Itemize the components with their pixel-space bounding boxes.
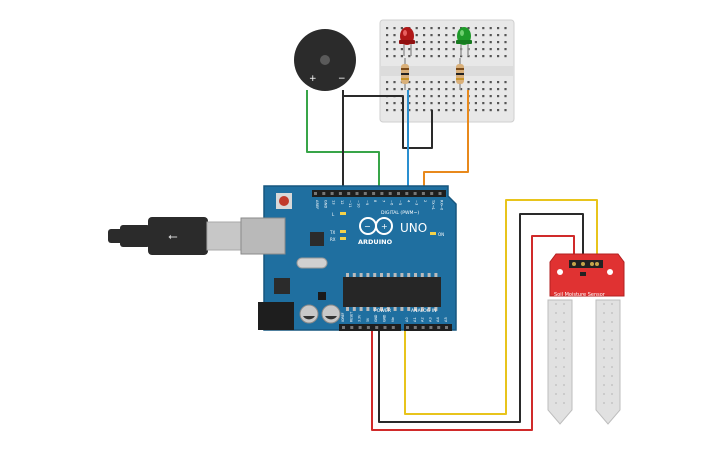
analog-header-label: ANALOG IN — [411, 308, 437, 314]
icsp-header — [318, 292, 326, 300]
svg-text:−: − — [364, 222, 371, 231]
digital-pin-label: 7 — [381, 200, 385, 202]
power-pin-label: RESET — [349, 312, 353, 322]
led-tx-indicator — [340, 230, 346, 233]
digital-pin-label: RX←0 — [440, 200, 444, 211]
led-rx-indicator — [340, 237, 346, 240]
usb-cable[interactable]: ⭠ — [108, 217, 246, 255]
digital-pin-label: ~10 — [357, 200, 361, 208]
power-pin-label: GND — [374, 314, 378, 322]
power-header[interactable] — [339, 324, 401, 331]
mounting-hole — [557, 269, 563, 275]
sensor-label: Soil Moisture Sensor — [554, 292, 606, 298]
digital-pin-label: 13 — [332, 200, 336, 205]
resistor-green-led[interactable] — [456, 58, 464, 90]
wires — [306, 90, 598, 431]
power-header-label: POWER — [374, 308, 392, 314]
arduino-logo: − + — [359, 217, 393, 235]
usb-controller-chip — [310, 232, 324, 246]
analog-pin-label: A4 — [436, 317, 440, 322]
digital-pin-label: ~3 — [415, 200, 419, 205]
power-pin-label: 5V — [366, 317, 370, 322]
led-l-indicator — [340, 212, 346, 215]
wire-black-breadboard-gnd[interactable] — [342, 95, 433, 149]
digital-pin-label: ~11 — [348, 200, 352, 208]
resistor-red-led[interactable] — [401, 58, 409, 90]
analog-pin-label: A2 — [421, 317, 425, 322]
led-tx-label: TX — [329, 230, 335, 235]
analog-pin-label: A1 — [413, 317, 417, 322]
brand-label: ARDUINO — [358, 238, 393, 246]
wire-yellow-a0[interactable] — [404, 199, 598, 415]
digital-header-label: DIGITAL (PWM~) — [381, 210, 419, 216]
green-led[interactable] — [456, 27, 472, 56]
digital-pin-label: TX→1 — [431, 199, 435, 210]
digital-pin-label: 8 — [373, 200, 377, 203]
digital-pin-label: 12 — [340, 200, 344, 205]
capacitor-2 — [321, 304, 341, 324]
piezo-buzzer[interactable]: + − — [294, 29, 356, 91]
buzzer-plus-label: + — [309, 74, 317, 84]
led-l-label: L — [332, 212, 335, 217]
power-pin-label: 3.3V — [358, 314, 362, 322]
led-on-label: ON — [438, 232, 444, 237]
svg-text:+: + — [381, 222, 388, 231]
sparkfun-flame-icon — [607, 269, 613, 275]
power-pin-label: IOREF — [341, 312, 345, 322]
wire-orange-green-led[interactable] — [423, 90, 469, 193]
analog-header[interactable] — [404, 324, 452, 331]
capacitor-1 — [299, 304, 319, 324]
digital-header[interactable] — [312, 190, 446, 197]
digital-pin-label: 4 — [406, 200, 410, 203]
reset-button-cap[interactable] — [279, 196, 289, 206]
analog-pin-label: A3 — [428, 317, 432, 322]
wire-black-gnd-sensor[interactable] — [378, 213, 584, 423]
usb-port[interactable] — [240, 217, 286, 255]
led-rx-label: RX — [330, 237, 336, 242]
soil-moisture-sensor[interactable]: Soil Moisture Sensor — [547, 253, 625, 425]
digital-pin-label: AREF — [315, 200, 319, 209]
voltage-regulator — [274, 278, 290, 294]
digital-pin-label: ~5 — [398, 200, 402, 205]
power-jack[interactable] — [258, 302, 294, 330]
sensor-pins[interactable] — [569, 260, 603, 268]
led-on-indicator — [430, 232, 436, 235]
power-pin-label: GND — [383, 314, 387, 322]
digital-pin-label: ~6 — [390, 200, 394, 206]
arduino-uno-board[interactable]: − + ARDUINO UNO L TX RX ON AREF GND 13 12 ~1… — [240, 185, 457, 331]
chip-pins — [346, 273, 438, 311]
usb-icon: ⭠ — [168, 229, 178, 243]
crystal-oscillator — [296, 257, 328, 269]
analog-pin-label: A0 — [405, 317, 409, 322]
red-led[interactable] — [399, 27, 415, 56]
digital-pin-label: 2 — [423, 200, 427, 202]
atmega-microcontroller — [343, 277, 441, 307]
buzzer-minus-label: − — [338, 74, 346, 84]
wire-red-5v[interactable] — [371, 235, 575, 431]
analog-pin-label: A5 — [444, 317, 448, 322]
digital-pin-label: GND — [323, 200, 327, 208]
digital-pin-label: ~9 — [365, 200, 369, 206]
model-label: UNO — [400, 221, 427, 235]
power-pin-label: Vin — [391, 317, 395, 322]
